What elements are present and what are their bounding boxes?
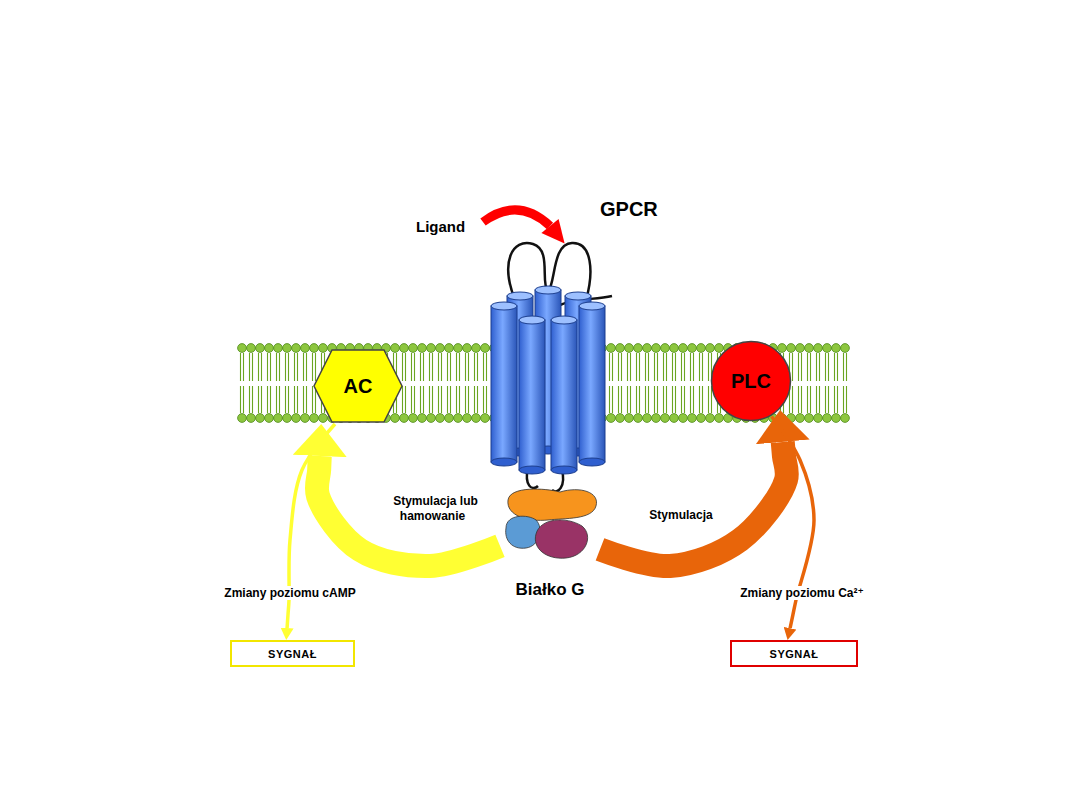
edge-label: Zmiany poziomu Ca²⁺ [722,586,882,601]
signal-box: SYGNAŁ [230,640,355,667]
ligand-arrow [483,210,565,244]
enzyme-hexagon: AC [312,348,404,424]
g-protein [506,489,597,558]
stimulation-arrow [600,442,787,566]
enzyme-circle: PLC [710,340,792,422]
node-text: PLC [731,370,771,393]
node-text: Białko G [516,580,585,600]
ligand-label: Ligand [416,218,465,237]
edge-label: Stymulacja lub hamowanie [384,494,484,524]
node-text: AC [344,375,373,398]
edge-label: Zmiany poziomu cAMP [210,586,370,601]
signal-box: SYGNAŁ [730,640,858,667]
node-text: SYGNAŁ [268,648,317,660]
edge-label: Stymulacja [636,508,726,523]
node-text: GPCR [600,198,658,221]
receptor-helices [491,286,605,474]
receptor-loops [508,243,612,491]
stimulation-arrow [317,456,500,566]
node-text: SYGNAŁ [770,648,819,660]
receptor-heading: GPCR [488,198,678,473]
g-protein-node: Białko G [500,485,600,602]
